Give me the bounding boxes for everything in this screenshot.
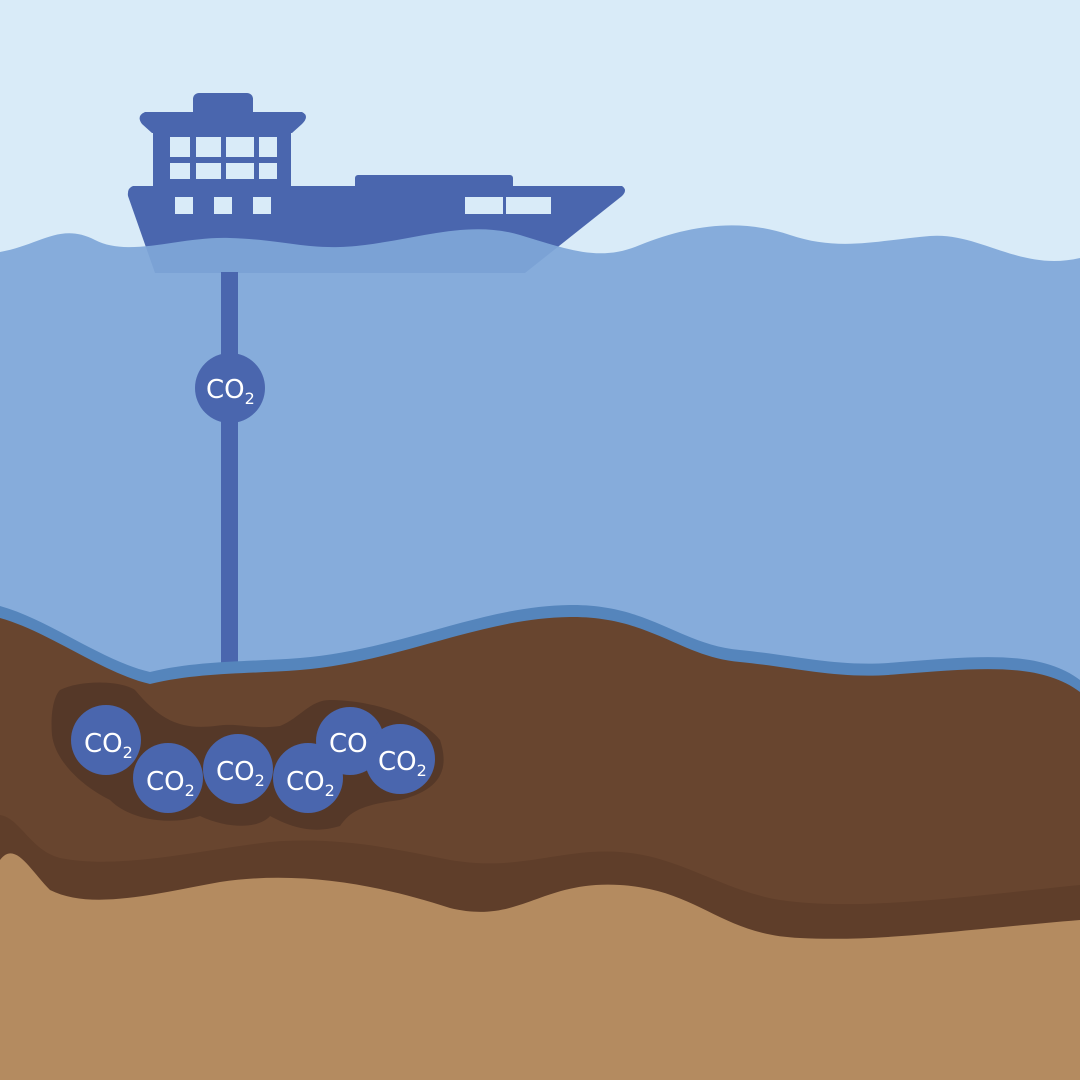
co2-label: CO	[206, 375, 245, 405]
svg-text:CO: CO	[329, 729, 368, 759]
svg-text:CO2: CO2	[286, 767, 335, 800]
svg-text:CO2: CO2	[146, 767, 195, 800]
ship-windows	[170, 137, 551, 214]
stored-co2-bubbles: CO2 CO2 CO2 CO2 CO CO2	[71, 705, 435, 813]
svg-text:CO2: CO2	[378, 747, 427, 780]
co2-subscript: 2	[245, 389, 255, 408]
svg-text:CO2: CO2	[206, 375, 255, 408]
svg-text:CO2: CO2	[84, 729, 133, 762]
co2-bubble: CO2	[203, 734, 273, 804]
co2-bubble: CO2	[133, 743, 203, 813]
svg-text:CO2: CO2	[216, 757, 265, 790]
co2-bubble: CO2	[71, 705, 141, 775]
co2-bubble: CO2	[365, 724, 435, 794]
co2-bubble-pipe: CO2	[195, 353, 265, 423]
sand-layer	[0, 853, 1080, 1080]
